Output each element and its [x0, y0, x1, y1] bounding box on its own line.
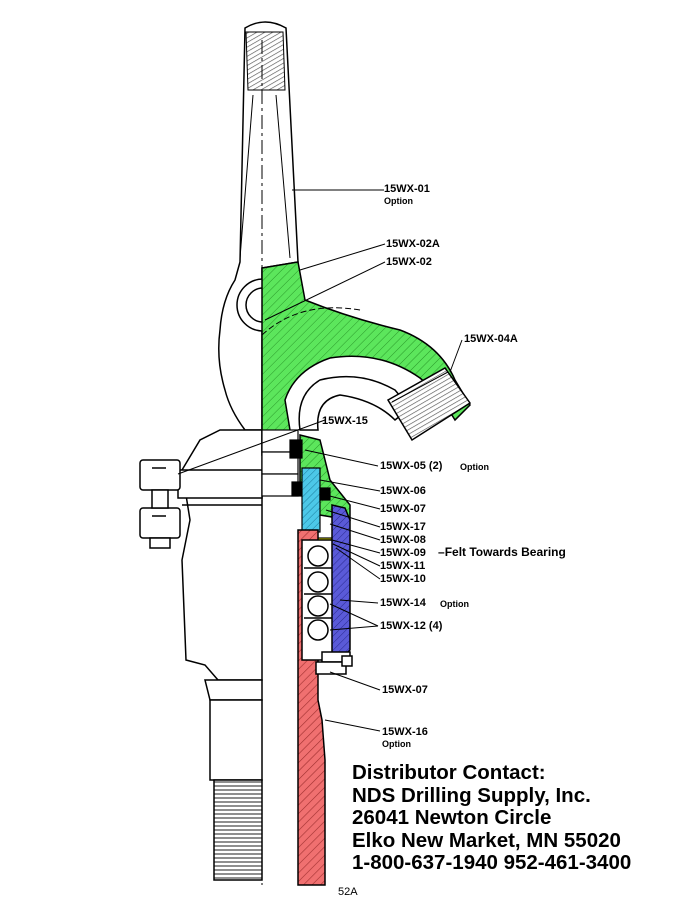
label-15wx-16-option: Option: [382, 739, 411, 749]
label-15wx-12: 15WX-12 (4): [380, 620, 443, 632]
label-15wx-04a: 15WX-04A: [464, 333, 518, 345]
label-15wx-10: 15WX-10: [380, 573, 426, 585]
page-number: 52A: [338, 886, 358, 898]
label-15wx-06: 15WX-06: [380, 485, 426, 497]
contact-city: Elko New Market, MN 55020: [352, 828, 621, 852]
label-15wx-05-option: Option: [460, 462, 489, 472]
label-15wx-07-upper: 15WX-07: [380, 503, 426, 515]
label-15wx-11: 15WX-11: [380, 560, 426, 572]
contact-company: NDS Drilling Supply, Inc.: [352, 783, 591, 807]
label-15wx-01: 15WX-01: [384, 183, 430, 195]
contact-street: 26041 Newton Circle: [352, 806, 552, 829]
contact-heading: Distributor Contact:: [352, 761, 546, 784]
label-15wx-09: 15WX-09: [380, 547, 426, 559]
label-15wx-14-option: Option: [440, 599, 469, 609]
label-15wx-16: 15WX-16: [382, 726, 428, 738]
label-15wx-14: 15WX-14: [380, 597, 426, 609]
contact-phone: 1-800-637-1940 952-461-3400: [352, 851, 632, 874]
felt-note-text: Felt Towards Bearing: [444, 545, 566, 559]
label-15wx-01-option: Option: [384, 196, 413, 206]
distributor-contact: Distributor Contact: NDS Drilling Supply…: [352, 761, 632, 875]
gooseneck-section: [261, 261, 472, 521]
label-15wx-17: 15WX-17: [380, 521, 426, 533]
inner-body-right: [261, 429, 299, 497]
bearing-balls: [301, 539, 337, 661]
label-15wx-05: 15WX-05 (2): [380, 460, 443, 472]
label-15wx-07-lower: 15WX-07: [382, 684, 428, 696]
label-15wx-08: 15WX-08: [380, 534, 426, 546]
label-felt-note: –Felt Towards Bearing: [438, 545, 566, 559]
swivel-body-left: [177, 429, 263, 881]
label-15wx-02a: 15WX-02A: [386, 238, 440, 250]
label-15wx-15: 15WX-15: [322, 415, 368, 427]
hex-bolts: [139, 459, 181, 549]
leader-lines: [177, 189, 463, 732]
label-15wx-02: 15WX-02: [386, 256, 432, 268]
